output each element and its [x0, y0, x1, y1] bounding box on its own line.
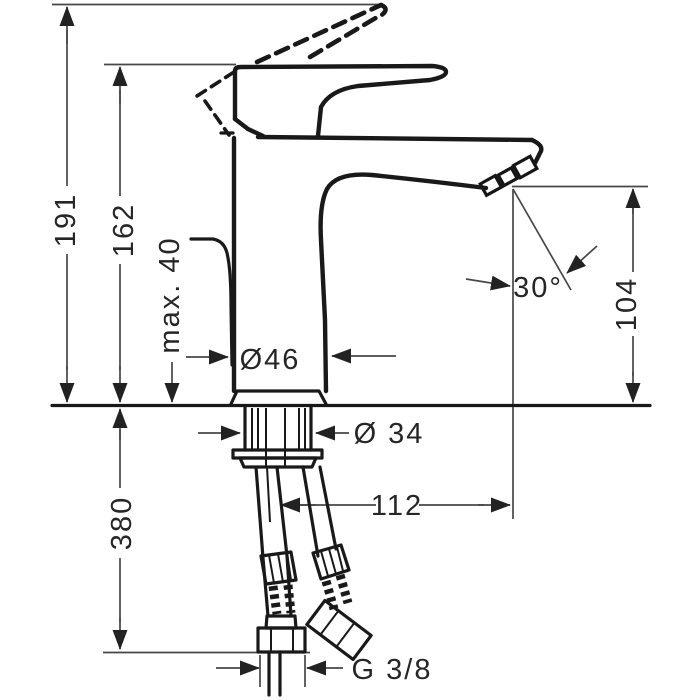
left-hose-corrugation [268, 585, 282, 615]
lever-handle-outline [232, 63, 449, 139]
arrow-30deg-left [465, 275, 511, 291]
lever-raised-dashed-outline [307, 13, 382, 60]
dim-label-body-diameter: Ø46 [240, 344, 301, 376]
left-hose-hex-nut [256, 626, 307, 654]
hex-nut-facet-line [319, 610, 340, 636]
spout-front-edge [529, 137, 544, 166]
mounting-nut [238, 456, 318, 469]
right-hose-edge [318, 465, 338, 551]
right-hose-collar [311, 543, 351, 581]
pop-up-rod [189, 237, 234, 367]
dim-label-spout-outlet-height: 104 [611, 277, 643, 331]
right-hose-corrugation [335, 573, 353, 605]
aerator-cell [496, 165, 520, 188]
left-hose-edge [254, 465, 270, 618]
base-plinth [229, 389, 328, 406]
left-hose-ferrule [264, 614, 298, 630]
dim-label-handle-height: 162 [108, 203, 140, 257]
lever-handle-base [232, 116, 266, 139]
lever-swing-dashed-line [203, 99, 231, 137]
dim-label-shank-diameter: Ø 34 [354, 418, 425, 450]
arrow-30deg-right [566, 245, 598, 274]
lever-raised-dashed-outline [254, 2, 384, 65]
left-hose-collar-hatch [268, 552, 292, 584]
spout-angle-line [512, 188, 572, 291]
spout-underside-and-body-right-edge [318, 172, 489, 394]
right-hose-edge [301, 465, 320, 558]
lever-raised-dashed-tip [376, 2, 388, 20]
aerator-cell [511, 154, 540, 180]
dim-label-spout-angle: 30° [513, 272, 563, 304]
body-top-line [255, 134, 535, 143]
faucet-drawing [50, 2, 652, 697]
lever-swing-dashed-line [195, 70, 236, 98]
hex-nut-facet-line [335, 622, 356, 648]
dim-label-max-mounting-thickness: max. 40 [154, 236, 186, 353]
right-hose-collar-hatch [320, 546, 344, 577]
pop-up-rod-lower [266, 466, 271, 523]
dim-label-connection-thread: G 3/8 [352, 654, 433, 686]
aerator [478, 154, 540, 198]
dim-label-spout-reach: 112 [371, 490, 423, 522]
mounting-flange [231, 448, 324, 460]
left-hose-collar [259, 550, 298, 586]
right-hex-nut-body [305, 598, 373, 662]
right-hose-hex-nut [305, 598, 373, 662]
dimension-annotations [52, 3, 648, 687]
dim-label-hose-length: 380 [106, 496, 138, 550]
dim-label-overall-height: 191 [50, 193, 82, 247]
dimension-labels: 191 162 max. 40 380 104 Ø46 Ø 34 112 30°… [50, 193, 643, 686]
